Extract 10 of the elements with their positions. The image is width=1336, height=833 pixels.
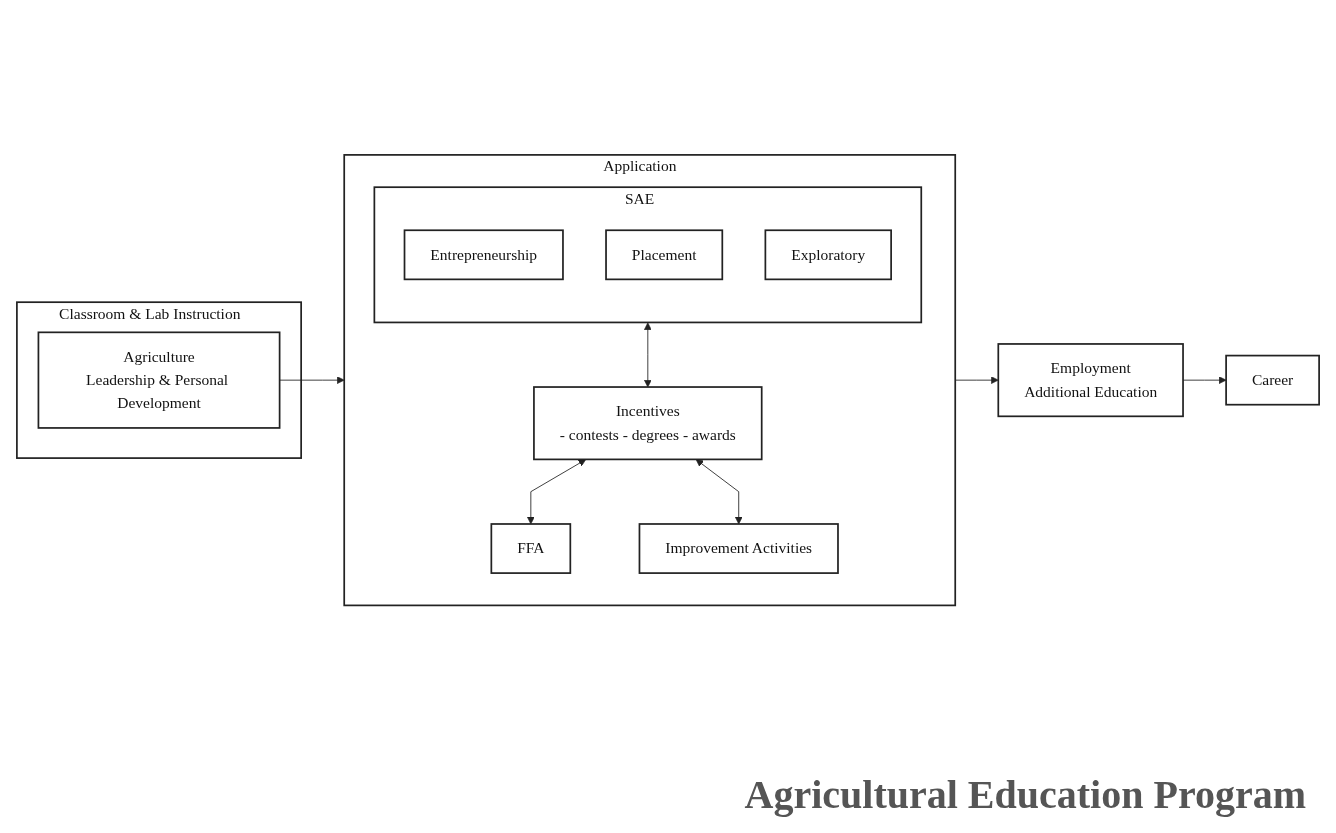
node-box: Career <box>1225 354 1320 406</box>
node-box: Employment Additional Education <box>997 342 1184 418</box>
diagram-title: Agricultural Education Program <box>744 771 1306 818</box>
node-box: Improvement Activities <box>638 523 839 574</box>
node-box: Entrepreneurship <box>403 229 564 281</box>
node-box: Incentives - contests - degrees - awards <box>533 386 763 461</box>
node-box: Placement <box>605 229 724 281</box>
node-box: Agriculture Leadership & Personal Development <box>37 331 281 429</box>
node-box: FFA <box>490 523 572 574</box>
node-box: Exploratory <box>764 229 892 281</box>
